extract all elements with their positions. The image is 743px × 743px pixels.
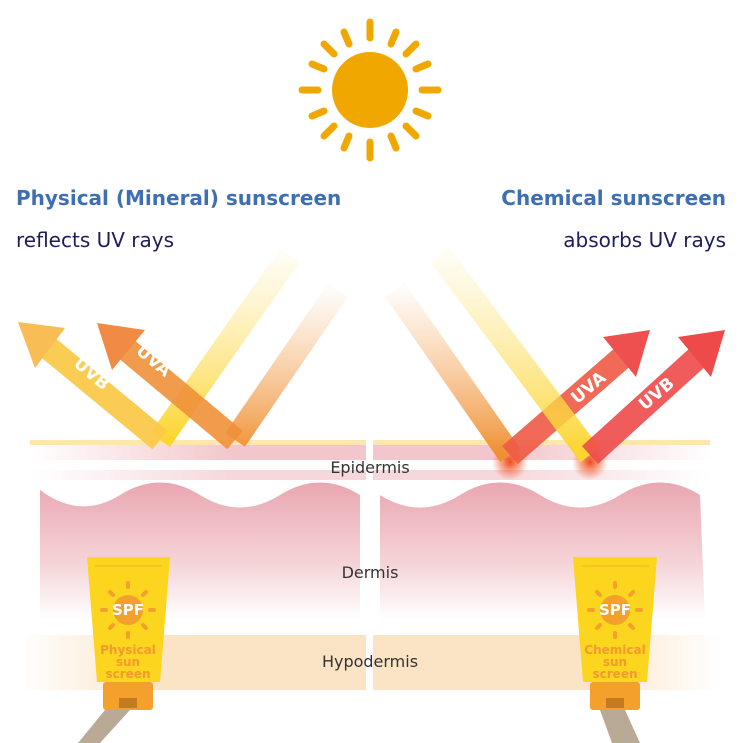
tube-label-line: sun — [603, 655, 627, 669]
tube-label-line: Chemical — [584, 643, 645, 657]
right-title: Chemical sunscreen — [501, 186, 726, 210]
right-subtitle: absorbs UV rays — [563, 228, 726, 252]
left-title: Physical (Mineral) sunscreen — [16, 186, 341, 210]
chemical-sunscreen-tube: SPF Chemical sun screen — [573, 557, 657, 743]
tube-label-line: Physical — [100, 643, 156, 657]
tube-label-line: screen — [593, 667, 638, 681]
sun-icon — [298, 18, 442, 162]
physical-sunscreen-tube: SPF Physical sun screen — [78, 557, 170, 743]
left-subtitle: reflects UV rays — [16, 228, 174, 252]
uva-absorbed-arrow — [385, 283, 650, 465]
dermis-label: Dermis — [342, 563, 399, 582]
tube-label-line: screen — [106, 667, 151, 681]
tube-label-line: sun — [116, 655, 140, 669]
spf-badge: SPF — [599, 601, 631, 619]
epidermis-label: Epidermis — [330, 458, 409, 477]
uvb-absorbed-arrow — [430, 247, 725, 464]
hypodermis-label: Hypodermis — [322, 652, 418, 671]
uva-reflected-arrow — [97, 283, 348, 450]
spf-badge: SPF — [112, 601, 144, 619]
